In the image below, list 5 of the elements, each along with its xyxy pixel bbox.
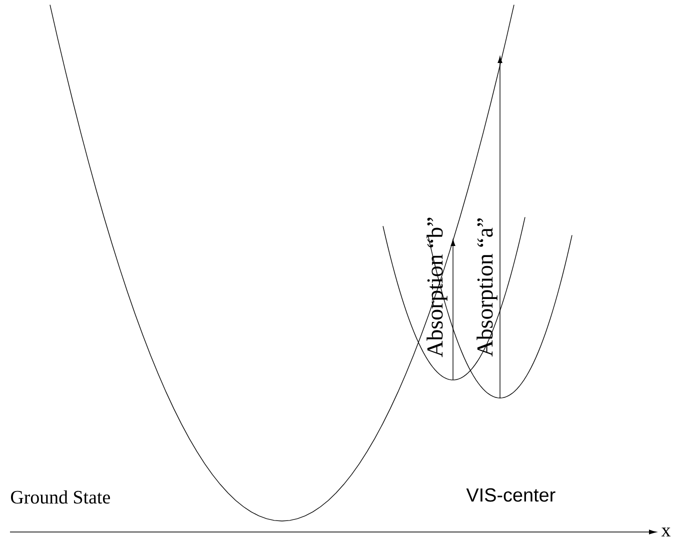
- curve-label: Ground State: [11, 490, 110, 504]
- axis-label: x: [661, 528, 670, 536]
- arrow-label: Absorption “a”: [476, 218, 498, 356]
- curve-label: VIS-center: [466, 488, 556, 502]
- arrow-label: Absorption “b”: [426, 218, 448, 358]
